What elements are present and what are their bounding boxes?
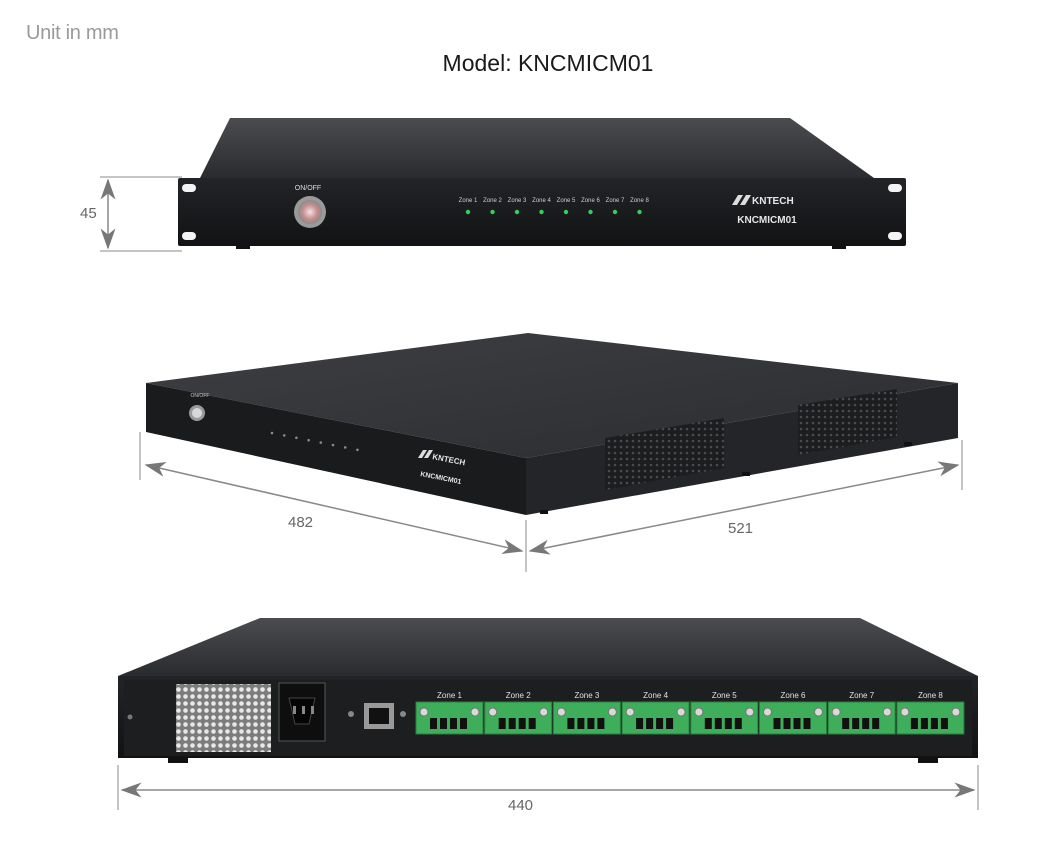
- zone-led-icon: [465, 209, 471, 215]
- front-zone-label: Zone 7: [606, 198, 625, 204]
- front-zone-label: Zone 5: [557, 198, 576, 204]
- front-zone-indicators: Zone 1 Zone 2 Zone 3 Zone 4 Zone 5 Zone 6 Zone…: [459, 198, 649, 215]
- rear-zone-label: Zone 7: [849, 691, 874, 700]
- iso-zone-led-icon: [270, 431, 274, 435]
- front-zone-label: Zone 8: [630, 198, 649, 204]
- front-zone-label: Zone 6: [581, 198, 600, 204]
- zone-led-icon: [490, 209, 495, 215]
- zone-led-icon: [539, 209, 544, 215]
- rear-zone-label: Zone 5: [712, 691, 737, 700]
- zone-terminal-block[interactable]: [827, 701, 896, 735]
- iso-zone-led-icon: [282, 434, 286, 437]
- zone-led-icon: [588, 209, 593, 215]
- iso-zone-led-icon: [319, 441, 323, 444]
- front-zone-label: Zone 4: [532, 198, 551, 204]
- zone-led-icon: [612, 209, 618, 215]
- iso-zone-led-icon: [356, 448, 359, 452]
- front-zone-label: Zone 1: [459, 198, 478, 204]
- zone-terminal-block[interactable]: [415, 701, 484, 735]
- iso-zone-led-icon: [307, 438, 310, 442]
- rear-zone-label: Zone 1: [437, 691, 462, 700]
- front-brand: KNTECH: [752, 196, 794, 207]
- brand-logo-icon: [732, 195, 751, 205]
- zone-terminal-block[interactable]: [552, 701, 621, 735]
- zone-led-icon: [563, 209, 569, 215]
- width-dimension: 482: [288, 514, 314, 531]
- rear-zone-label: Zone 8: [918, 691, 943, 700]
- zone-terminal-block[interactable]: [759, 701, 827, 735]
- zone-terminal-block[interactable]: [690, 701, 759, 735]
- height-dimension: 45: [80, 205, 97, 222]
- zone-led-icon: [637, 209, 642, 215]
- iso-brand-logo-icon: [418, 450, 433, 458]
- front-model: KNCMICM01: [737, 215, 797, 226]
- rear-zone-label: Zone 3: [574, 691, 599, 700]
- body-width-dimension: 440: [508, 797, 534, 814]
- rear-zone-label: Zone 4: [643, 691, 668, 700]
- fan-grille-icon: [176, 684, 271, 752]
- iso-zone-led-icon: [295, 436, 298, 440]
- iso-zone-led-icon: [331, 443, 335, 447]
- power-label: ON/OFF: [295, 185, 321, 192]
- rear-view: Zone 1 Zone 2 Zone 3 Zone 4 Zone 5 Zone 6 Zone…: [117, 618, 979, 810]
- zone-terminal-block[interactable]: [621, 701, 690, 735]
- unit-label: Unit in mm: [26, 22, 119, 44]
- zone-terminal-block[interactable]: [484, 701, 553, 735]
- rear-zone-label: Zone 2: [506, 691, 531, 700]
- model-title: Model: KNCMICM01: [442, 50, 654, 76]
- rear-zone-terminals: Zone 1 Zone 2 Zone 3 Zone 4 Zone 5 Zone 6 Zone…: [415, 691, 965, 735]
- zone-led-icon: [514, 209, 520, 215]
- front-zone-label: Zone 2: [483, 198, 502, 204]
- front-zone-label: Zone 3: [508, 198, 527, 204]
- depth-dimension: 521: [728, 520, 754, 537]
- iso-zone-led-icon: [343, 446, 347, 449]
- iso-power-label: ON/OFF: [191, 393, 210, 399]
- zone-terminal-block[interactable]: [896, 701, 965, 735]
- rear-zone-label: Zone 6: [781, 691, 806, 700]
- power-button-icon: [298, 200, 322, 224]
- iso-view: ON/OFF KNTECH KNCMICM01: [139, 333, 963, 572]
